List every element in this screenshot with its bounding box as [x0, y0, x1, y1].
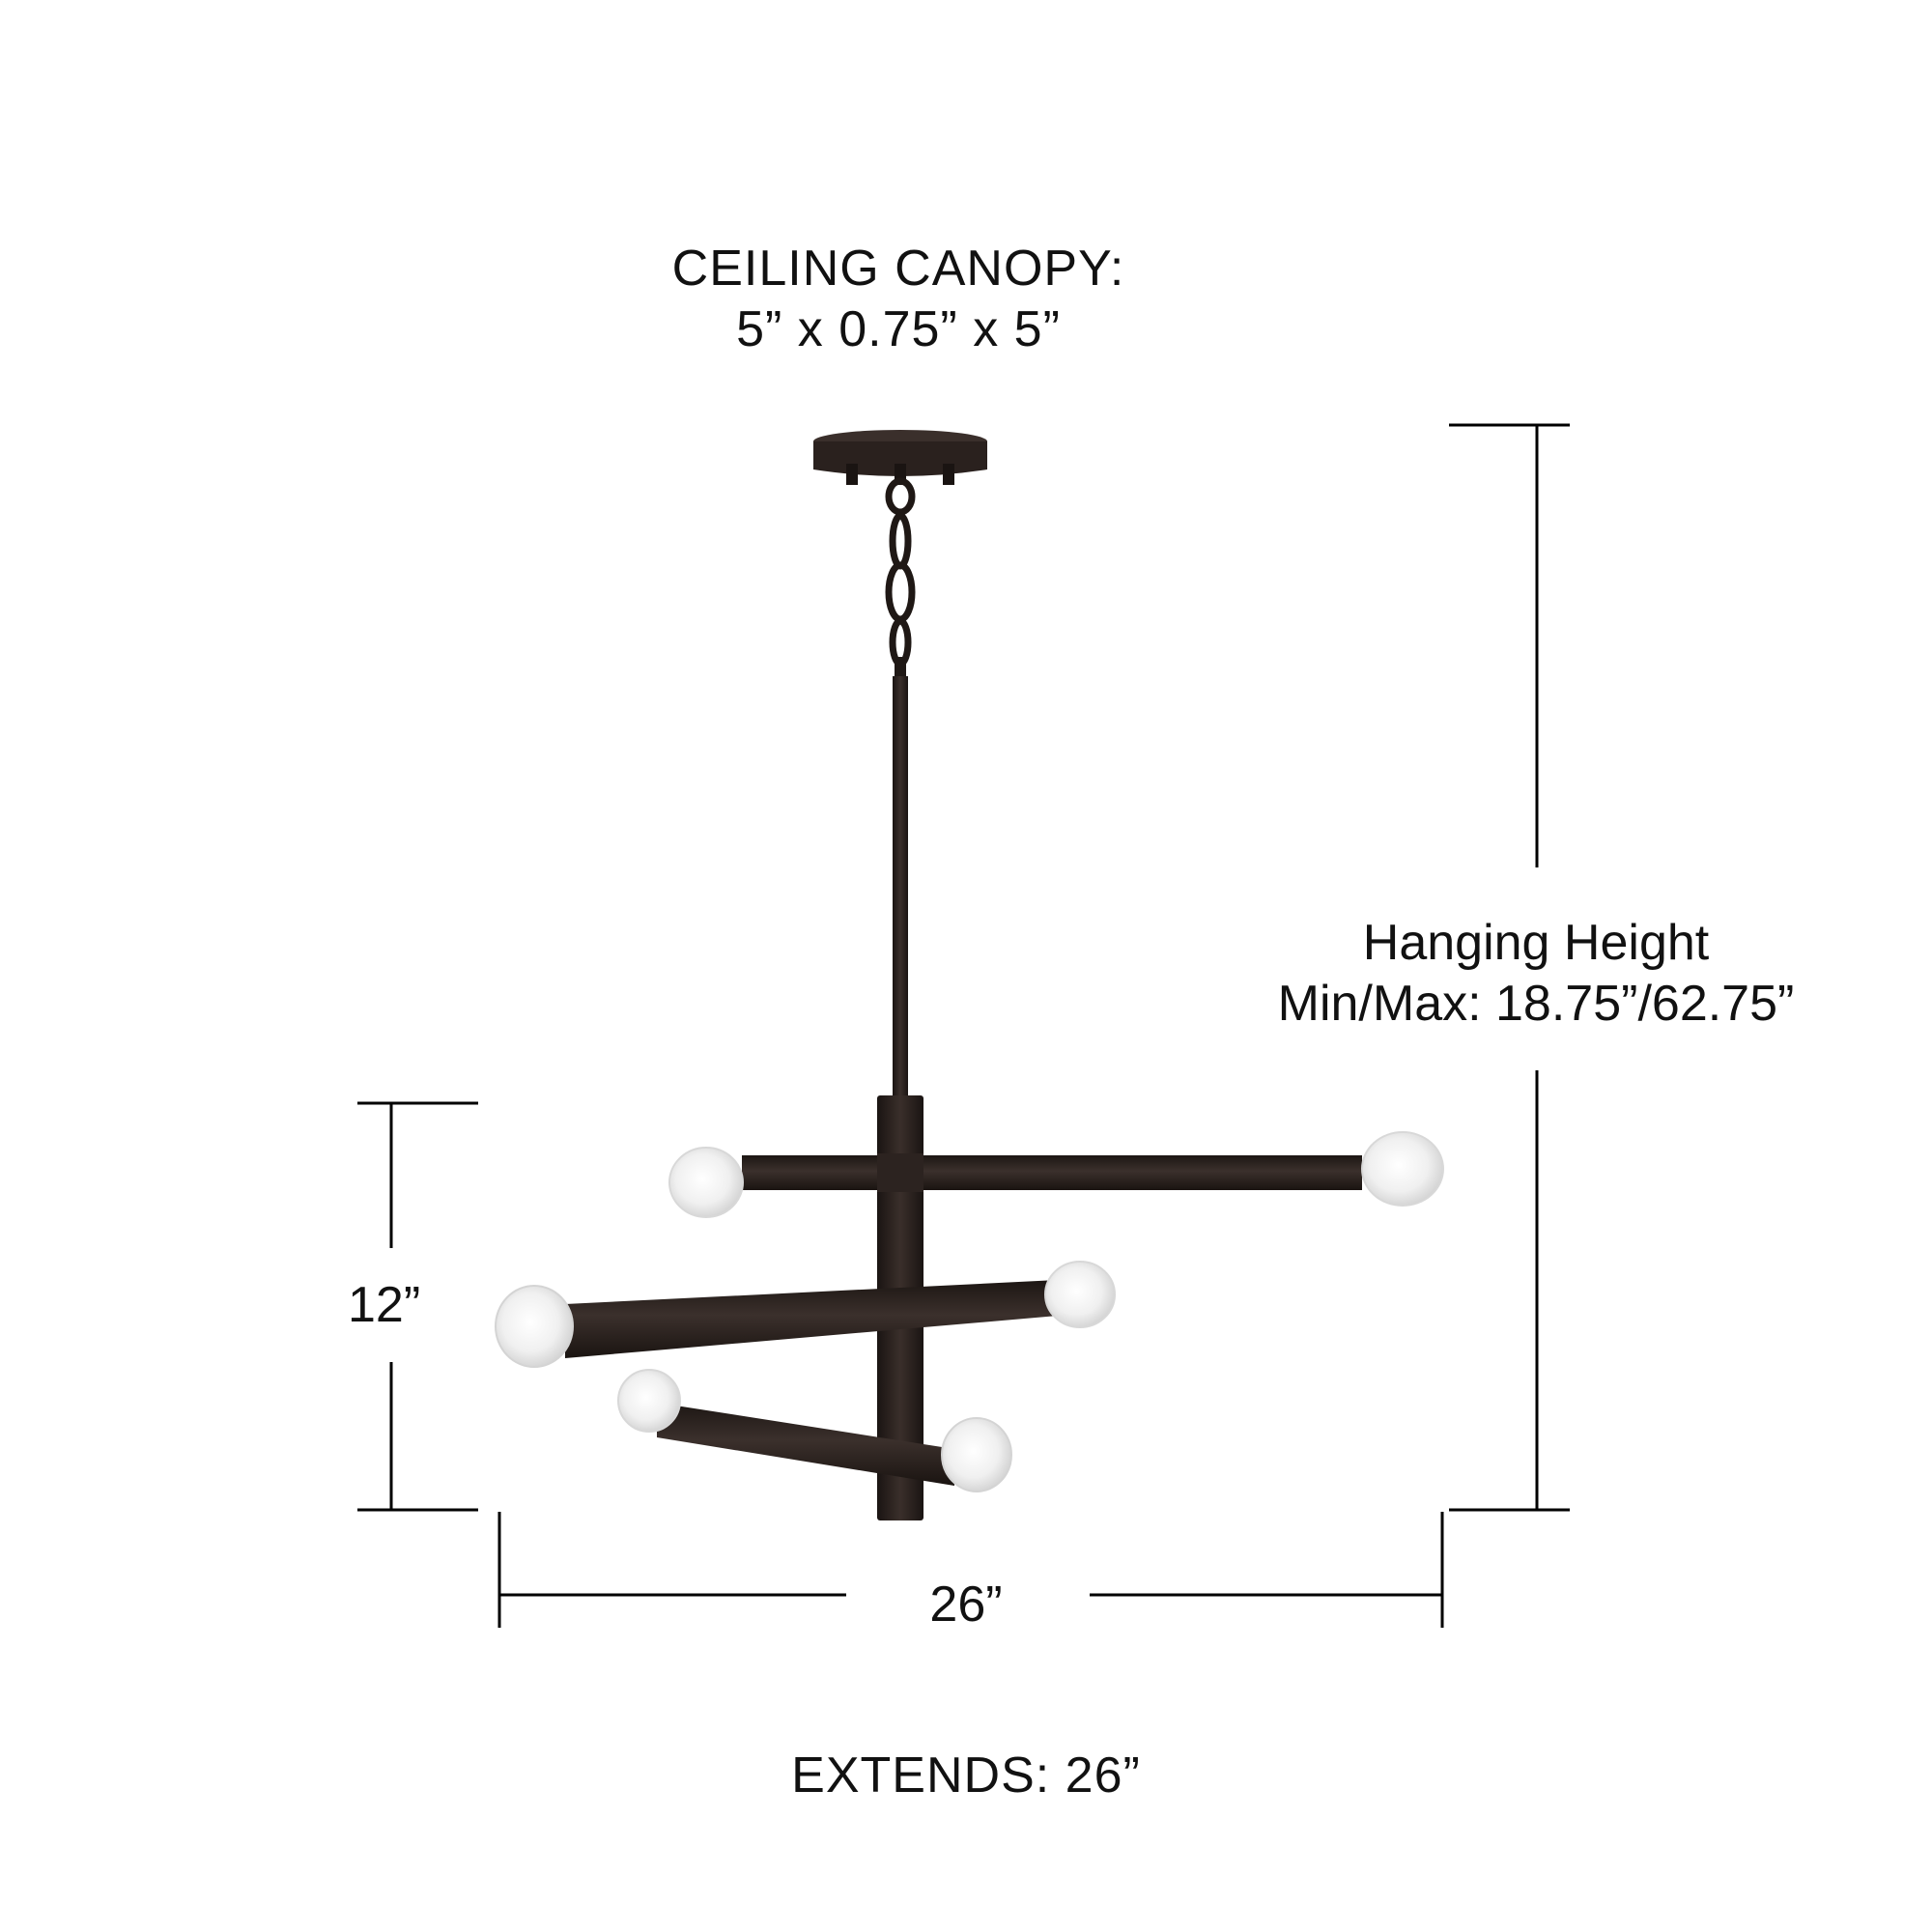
hanging-height-dimension-line [1449, 423, 1570, 1512]
bulb [941, 1417, 1012, 1492]
ceiling-canopy [813, 430, 987, 485]
bulb [668, 1147, 744, 1218]
bulb [1044, 1261, 1116, 1328]
middle-arm [495, 1261, 1116, 1368]
canopy-title: CEILING CANOPY: [671, 241, 1125, 297]
bulb [617, 1369, 681, 1433]
bottom-arm [617, 1369, 1012, 1492]
extends-label: EXTENDS: 26” [791, 1747, 1141, 1804]
bulb [1361, 1131, 1444, 1207]
hanging-height-value: Min/Max: 18.75”/62.75” [1277, 976, 1795, 1033]
hanging-height-title: Hanging Height [1362, 915, 1710, 971]
canopy-value: 5” x 0.75” x 5” [736, 301, 1061, 358]
bulb [495, 1285, 574, 1368]
down-rod [893, 676, 908, 1101]
height-dimension-line [357, 1101, 478, 1512]
width-label: 26” [929, 1577, 1003, 1633]
width-dimension-line [497, 1512, 1444, 1628]
hanging-height-label: Hanging Height Min/Max: 18.75”/62.75” [1227, 913, 1845, 1036]
canopy-dimension-label: CEILING CANOPY: 5” x 0.75” x 5” [541, 239, 1256, 361]
height-label: 12” [348, 1277, 421, 1333]
chain [885, 477, 916, 668]
top-arm [668, 1131, 1444, 1218]
